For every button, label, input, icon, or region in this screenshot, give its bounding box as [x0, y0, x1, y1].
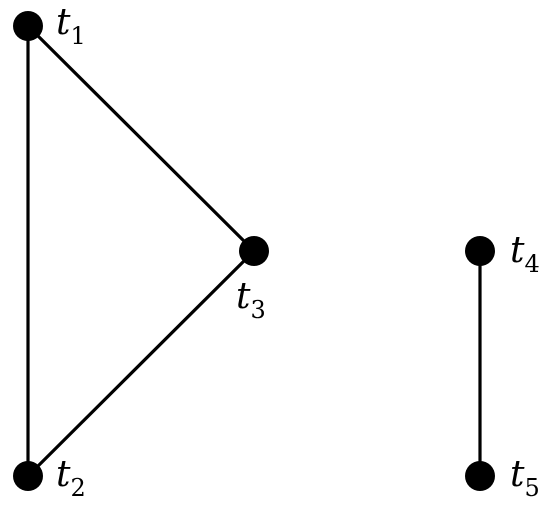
label-t4: t4 — [510, 230, 540, 278]
label-t2-base: t — [56, 454, 71, 495]
label-t4-sub: 4 — [524, 250, 539, 278]
label-t5-base: t — [510, 454, 525, 495]
label-t3-base: t — [236, 276, 251, 317]
node-t5 — [465, 461, 495, 491]
label-t2-sub: 2 — [70, 474, 85, 502]
label-t1: t1 — [56, 2, 86, 50]
label-t1-base: t — [56, 2, 71, 43]
label-t5: t5 — [510, 454, 540, 502]
node-t2 — [13, 461, 43, 491]
edge-t2-t3 — [26, 249, 256, 478]
label-t3-sub: 3 — [250, 296, 265, 324]
node-t3 — [239, 236, 269, 266]
label-t4-base: t — [510, 230, 525, 271]
label-t2: t2 — [56, 454, 86, 502]
node-t1 — [13, 11, 43, 41]
node-t4 — [465, 236, 495, 266]
label-t1-sub: 1 — [70, 22, 85, 50]
label-t5-sub: 5 — [524, 474, 539, 502]
edge-t1-t3 — [26, 24, 256, 253]
label-t3: t3 — [236, 276, 266, 324]
